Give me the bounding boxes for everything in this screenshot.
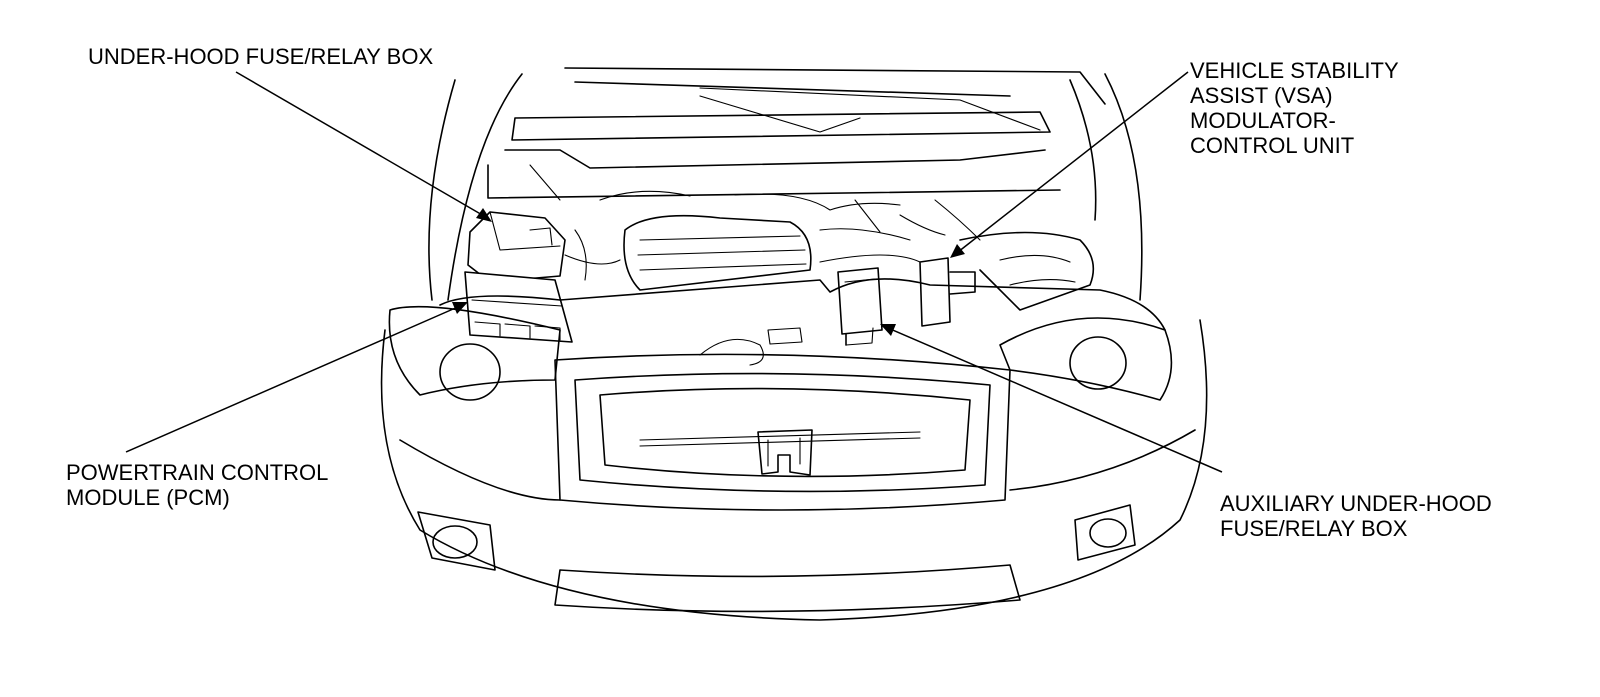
leader-vsa xyxy=(957,71,1189,253)
label-line: CONTROL UNIT xyxy=(1190,133,1355,158)
callout-leaders xyxy=(125,71,1223,473)
front-body xyxy=(380,278,1208,621)
arrow-under-hood-fuse-box xyxy=(476,208,492,222)
label-under-hood-fuse-box: UNDER-HOOD FUSE/RELAY BOX xyxy=(88,44,433,69)
label-line: ASSIST (VSA) xyxy=(1190,83,1333,108)
label-line: AUXILIARY UNDER-HOOD xyxy=(1220,491,1492,516)
label-line: UNDER-HOOD FUSE/RELAY BOX xyxy=(88,44,434,69)
arrow-vsa xyxy=(950,244,965,258)
label-line: VEHICLE STABILITY xyxy=(1190,58,1399,83)
arrow-aux-fuse-box xyxy=(880,324,896,336)
label-vsa-modulator: VEHICLE STABILITY ASSIST (VSA) MODULATOR… xyxy=(1190,58,1399,158)
arrow-pcm xyxy=(452,302,468,314)
label-line: MODULATOR- xyxy=(1190,108,1336,133)
hood-and-windshield xyxy=(428,67,1143,301)
label-pcm: POWERTRAIN CONTROL MODULE (PCM) xyxy=(66,460,328,510)
leader-aux-fuse-box xyxy=(887,327,1223,473)
leader-under-hood-fuse-box xyxy=(235,71,485,217)
label-line: POWERTRAIN CONTROL xyxy=(66,460,329,485)
label-line: FUSE/RELAY BOX xyxy=(1220,516,1408,541)
label-line: MODULE (PCM) xyxy=(66,485,230,510)
label-aux-fuse-box: AUXILIARY UNDER-HOOD FUSE/RELAY BOX xyxy=(1220,491,1492,541)
leader-pcm xyxy=(125,305,461,453)
